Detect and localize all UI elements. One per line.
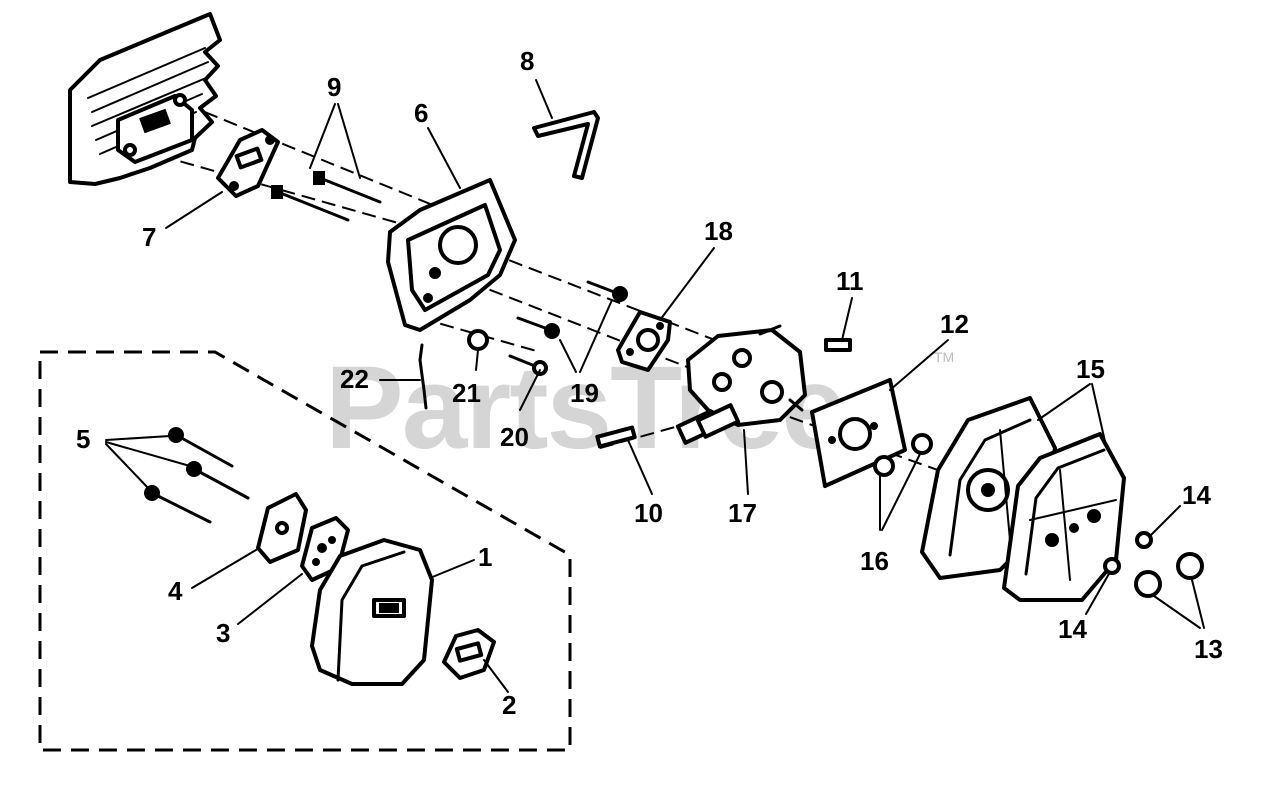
part-2-gasket [442,628,496,680]
label-10: 10 [634,498,663,528]
label-14-top: 14 [1182,480,1211,510]
label-15: 15 [1076,354,1105,384]
label-9: 9 [327,72,341,102]
assembly-centerlines [139,103,961,479]
watermark-trademark: TM [934,349,954,365]
part-14-washers [1103,531,1153,575]
part-9-bolts [271,171,382,222]
label-19: 19 [570,378,599,408]
label-20: 20 [500,422,529,452]
leader-lines [105,79,1205,693]
callout-labels: 8 9 6 7 18 11 12 22 21 19 20 15 5 14 10 … [76,46,1223,720]
part-6-adapter-housing [386,178,517,332]
label-16: 16 [860,546,889,576]
muffler-kit-boundary [38,350,572,752]
part-19-screws [516,280,628,339]
part-7-gasket [216,128,280,198]
part-8-hex-key [532,110,600,180]
label-14-bottom: 14 [1058,614,1087,644]
label-12: 12 [940,309,969,339]
engine-cylinder [68,12,222,186]
part-22-clip [418,343,428,410]
label-8: 8 [520,46,534,76]
part-16-nuts [873,433,933,477]
label-11: 11 [836,266,864,296]
label-22: 22 [340,364,369,394]
label-5: 5 [76,424,90,454]
part-5-bolts [144,427,250,524]
label-2: 2 [502,690,516,720]
label-1: 1 [478,542,492,572]
label-21: 21 [452,378,481,408]
part-13-knobs [1134,552,1204,598]
part-17-carburetor [675,324,807,445]
label-18: 18 [704,216,733,246]
label-17: 17 [728,498,757,528]
part-4-plate [256,492,308,564]
part-10-pin [595,425,637,449]
label-7: 7 [142,222,156,252]
part-18-gasket [616,310,672,372]
label-3: 3 [216,618,230,648]
label-4: 4 [168,576,183,606]
part-11-pin [824,338,852,352]
label-13: 13 [1194,634,1223,664]
part-21-nut [467,329,489,351]
part-15-filter-front [1002,432,1126,602]
part-1-muffler [310,538,434,686]
part-20-screw [508,354,548,376]
label-6: 6 [414,98,428,128]
